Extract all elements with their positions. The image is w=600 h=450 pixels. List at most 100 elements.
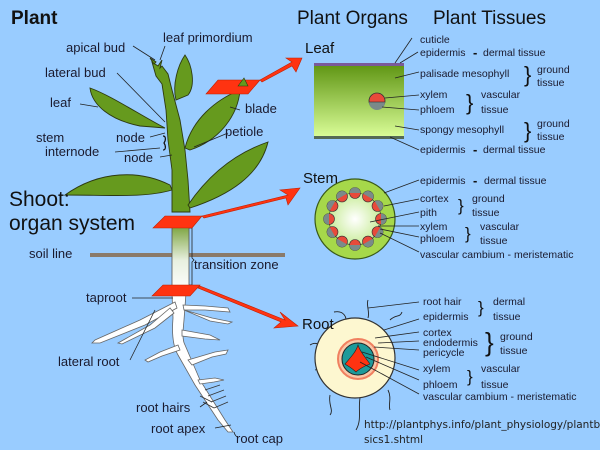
leaf-leader-lines <box>381 37 420 151</box>
brace: } <box>466 90 474 115</box>
plant-tissues-title: Plant Tissues <box>433 8 546 29</box>
root-tissue-dermal-b: tissue <box>493 311 521 323</box>
leaf-label-epidermis-top: epidermis <box>420 47 466 59</box>
plant-organs-title: Plant Organs <box>297 8 408 29</box>
root-tissue-dermal-a: dermal <box>493 296 526 308</box>
root-xylem <box>344 343 371 373</box>
stem-label-pith: pith <box>420 207 437 219</box>
label-petiole: petiole <box>225 124 264 139</box>
root-label-root-hair: root hair <box>423 296 462 308</box>
vascular-bundle-phloem <box>336 190 347 200</box>
stem-label-phloem: phloem <box>420 233 455 245</box>
label-root-hairs: root hairs <box>136 400 191 415</box>
leaf-section-plane <box>205 79 261 95</box>
root-label-vascular-cambium: vascular cambium - meristematic <box>423 391 577 403</box>
root-label-pericycle: pericycle <box>423 347 465 359</box>
vascular-bundle-phloem <box>363 190 374 200</box>
shoot-title-line1: Shoot: <box>9 188 70 211</box>
root-tissue-ground-b: tissue <box>500 345 528 357</box>
label-apical-bud: apical bud <box>66 40 126 55</box>
transition-zone <box>171 221 190 293</box>
dash: - <box>473 173 478 188</box>
red-markers <box>151 57 303 329</box>
source-url-line2: sics1.shtml <box>364 434 424 446</box>
arrow-to-leaf <box>259 57 303 83</box>
label-node-upper: node <box>116 130 145 145</box>
vascular-bundle-phloem <box>349 245 361 251</box>
plant-leader-lines <box>79 45 241 438</box>
root-cross-section <box>314 317 396 399</box>
root-tissue-vascular-a: vascular <box>481 363 521 375</box>
label-leaf: leaf <box>50 95 71 110</box>
label-root-apex: root apex <box>151 421 206 436</box>
label-lateral-bud: lateral bud <box>45 65 106 80</box>
arrow-to-stem <box>201 187 301 219</box>
leaf-label-cuticle: cuticle <box>420 34 450 46</box>
arrow-to-root <box>197 285 299 329</box>
dash: - <box>473 142 478 157</box>
leaf-tissue-ground2-a: ground <box>537 118 570 130</box>
source-url-line1: http://plantphys.info/plant_physiology/p… <box>364 419 600 431</box>
leaf-tissue-vascular-a: vascular <box>481 89 521 101</box>
label-stem: stem <box>36 130 65 145</box>
plant-title: Plant <box>11 8 58 29</box>
label-blade: blade <box>245 101 277 116</box>
label-internode: internode <box>45 144 100 159</box>
stem-label-epidermis: epidermis <box>420 175 466 187</box>
stem-tissue-vascular-b: tissue <box>480 235 508 247</box>
leaf-tissue-ground2-b: tissue <box>537 131 565 143</box>
brace: } <box>524 62 532 87</box>
organ-leaf-title: Leaf <box>305 40 335 57</box>
organ-root-title: Root <box>302 316 334 333</box>
label-root-cap: root cap <box>236 431 283 446</box>
shoot-title-line2: organ system <box>9 212 136 235</box>
root-label-phloem: phloem <box>423 379 458 391</box>
label-node-lower: node <box>124 150 153 165</box>
vascular-bundle-phloem <box>374 227 384 238</box>
brace: } <box>458 196 464 215</box>
root-section-plane <box>151 284 201 297</box>
leaf-label-palisade: palisade mesophyll <box>420 68 510 80</box>
leaf-label-spongy: spongy mesophyll <box>420 124 505 136</box>
leaf-label-xylem: xylem <box>420 89 448 101</box>
label-soil-line: soil line <box>29 246 73 261</box>
stem-label-xylem: xylem <box>420 221 448 233</box>
stem-cross-section <box>314 178 396 260</box>
brace: } <box>485 327 494 357</box>
label-leaf-primordium: leaf primordium <box>163 30 253 45</box>
root-tissue-vascular-b: tissue <box>481 379 509 391</box>
brace: } <box>467 367 473 386</box>
stem-section-plane <box>152 215 203 229</box>
root-hair-lines <box>199 384 229 409</box>
root-leader-lines <box>359 301 420 395</box>
vascular-bundle-phloem <box>326 200 336 211</box>
stem-tissue-ground-a: ground <box>472 193 505 205</box>
leaf-cross-section <box>314 63 404 139</box>
leaf-tissue-vascular-b: tissue <box>481 104 509 116</box>
brace: } <box>465 224 471 243</box>
label-taproot: taproot <box>86 290 127 305</box>
vascular-bundle-phloem <box>374 200 384 211</box>
label-transition-zone: transition zone <box>194 257 279 272</box>
plant-shoot <box>63 54 269 213</box>
node-brace <box>162 135 166 151</box>
vascular-bundle-phloem <box>323 213 329 225</box>
stem-label-vascular-cambium: vascular cambium - meristematic <box>420 249 574 261</box>
leaf-tissue-ground1-b: tissue <box>537 77 565 89</box>
leaf-tissue-dermal-bottom: dermal tissue <box>483 144 546 156</box>
brace: } <box>524 118 532 143</box>
vascular-bundle-phloem <box>363 238 374 248</box>
stem-tissue-dermal: dermal tissue <box>484 175 547 187</box>
leaf-label-epidermis-bottom: epidermis <box>420 144 466 156</box>
vascular-bundles <box>323 187 387 251</box>
organ-stem-title: Stem <box>303 170 339 187</box>
root-label-xylem: xylem <box>423 363 451 375</box>
vascular-bundle-phloem <box>326 227 336 238</box>
root-system <box>91 292 234 433</box>
root-tissue-ground-a: ground <box>500 331 533 343</box>
stem-tissue-vascular-a: vascular <box>480 221 520 233</box>
stem-leader-lines <box>369 179 420 253</box>
root-label-endodermis: endodermis <box>423 337 478 349</box>
stem-label-cortex: cortex <box>420 193 449 205</box>
